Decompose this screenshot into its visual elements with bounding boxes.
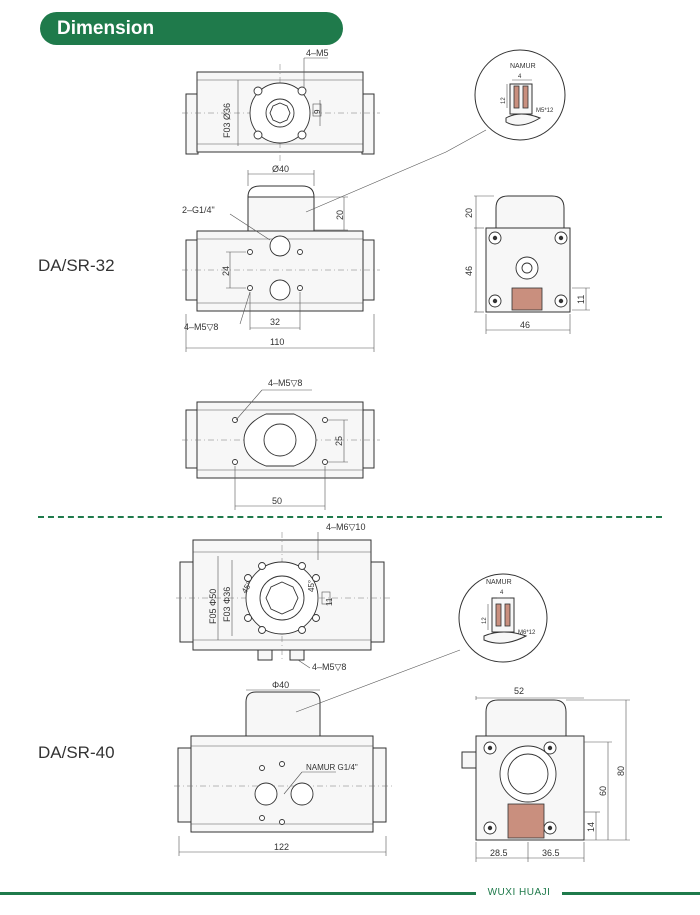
sr32-port-spacing: 24	[221, 266, 231, 276]
sr40-side-bolts: 4–M5▽8	[312, 662, 346, 672]
sr40-side-h2: 60	[598, 786, 608, 796]
sr40-base-left: 28.5	[490, 848, 508, 858]
sr40-namur-h: 12	[482, 617, 488, 624]
sr40-flange-f03: F03 Φ36	[222, 587, 232, 622]
sr40-angle-right: 45°	[307, 580, 316, 592]
sr32-side-top: 20	[464, 208, 474, 218]
sr32-side-width: 46	[520, 320, 530, 330]
sr32-namur-detail	[474, 49, 566, 141]
sr40-namur-w: 4	[500, 590, 504, 596]
sr40-side-h1: 80	[616, 766, 626, 776]
section-title: Dimension	[57, 18, 155, 39]
sr32-namur-thread: M5*12	[536, 108, 554, 114]
sr32-namur-h: 12	[501, 97, 507, 104]
sr32-side-view	[474, 195, 590, 334]
sr40-flange-f05: F05 Φ50	[208, 589, 218, 624]
sr32-shaft-dia: Ø40	[272, 164, 289, 174]
sr32-front-view	[182, 129, 487, 352]
sr32-top-view	[182, 57, 380, 162]
sr32-namur-w: 4	[518, 74, 522, 80]
sr40-top-bolts: 4–M6▽10	[326, 522, 365, 532]
section-divider	[38, 516, 662, 518]
sr40-front-view	[174, 649, 461, 856]
sr40-side-view	[461, 696, 630, 862]
sr32-length: 110	[270, 337, 284, 347]
sr32-shaft-h: 20	[335, 210, 345, 220]
sr32-bottom-w: 50	[272, 496, 282, 506]
sr40-shaft-dia: Φ40	[272, 680, 289, 690]
sr32-side-low: 11	[576, 295, 586, 304]
sr32-flange: F03 Ø36	[222, 103, 232, 138]
model-label-sr40: DA/SR-40	[38, 743, 115, 762]
sr32-side-height: 46	[464, 266, 474, 276]
sr32-bottom-bolts: 4–M5▽8	[268, 378, 302, 388]
sr32-ports: 2–G1/4"	[182, 205, 215, 215]
sr40-square: 11	[325, 597, 334, 606]
section-header: Dimension	[40, 12, 343, 45]
sr32-bottom-h: 25	[334, 436, 344, 446]
footer-brand: WUXI HUAJI	[476, 884, 562, 902]
footer-line	[0, 892, 700, 895]
sr40-top-view	[176, 532, 392, 669]
sr40-namur-detail	[458, 573, 548, 663]
model-label-sr32: DA/SR-32	[38, 256, 115, 275]
sr32-square: 9	[313, 109, 322, 114]
sr40-side-width: 52	[514, 686, 524, 696]
sr32-namur-label: NAMUR	[510, 63, 536, 70]
sr32-bottom-view	[182, 389, 380, 510]
sr32-mount-bolts: 4–M5▽8	[184, 322, 218, 332]
sr40-namur-thread: M6*12	[518, 630, 536, 636]
sr32-bolt-spacing: 32	[270, 317, 280, 327]
sr40-base-right: 36.5	[542, 848, 560, 858]
sr40-namur-port: NAMUR G1/4"	[306, 763, 358, 772]
sr32-top-bolts: 4–M5	[306, 48, 329, 58]
sr40-length: 122	[274, 842, 289, 852]
sr40-side-low: 14	[586, 822, 596, 832]
sr40-namur-label: NAMUR	[486, 579, 512, 586]
